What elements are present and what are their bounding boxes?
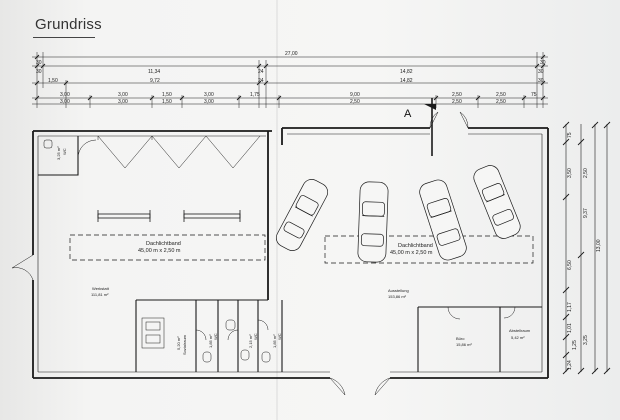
dim-r5-b: 3,00 <box>118 99 128 105</box>
rdim-e: 13,00 <box>596 239 602 252</box>
dim-r4-a: 3,00 <box>60 92 70 98</box>
right-dimension-labels: 75 3,50 2,50 9,37 13,00 6,50 1,17 1,01 1… <box>567 132 602 370</box>
dim-r2-e: 30 <box>538 69 544 75</box>
paper-fold <box>276 0 278 420</box>
room-sozial-name: Sozialraum <box>182 334 187 355</box>
rdim-h: 1,01 <box>567 323 573 333</box>
dim-r4-d: 3,00 <box>204 92 214 98</box>
dim-total: 27,00 <box>285 51 298 57</box>
room-buero-name: Büro <box>456 336 465 341</box>
doors <box>11 111 516 396</box>
interior-walls <box>38 136 542 372</box>
skylight-left-label: Dachlichtband <box>146 241 181 247</box>
dim-r4-b: 3,00 <box>118 92 128 98</box>
rdim-j: 3,25 <box>583 335 589 345</box>
skylight-left-size: 45,00 m x 2,50 m <box>138 248 181 254</box>
room-wc1-area: 1,85 m² <box>208 334 213 348</box>
room-werkstatt-area: 111,81 m² <box>91 292 109 297</box>
room-abstellraum-name: Abstellraum <box>509 328 531 333</box>
dim-r3-b: 9,72 <box>150 78 160 84</box>
section-letter: A <box>404 108 412 120</box>
sanitary-fixtures <box>43 139 271 363</box>
room-labels: Werkstatt 111,81 m² Ausstellung 153,86 m… <box>56 146 531 355</box>
dim-r2-d: 14,82 <box>400 69 413 75</box>
dim-r1-left: 30 <box>36 60 42 66</box>
rdim-g: 1,17 <box>567 302 573 312</box>
dim-r4-c: 1,50 <box>162 92 172 98</box>
dim-r2-a: 30 <box>36 69 42 75</box>
dim-r5-f: 2,50 <box>452 99 462 105</box>
room-wc2-area: 2,15 m² <box>248 334 253 348</box>
room-corner-name: WC <box>62 148 67 155</box>
room-corner-area: 3,25 m² <box>56 146 61 160</box>
dim-r5-a: 3,00 <box>60 99 70 105</box>
workshop-lifts <box>97 210 241 222</box>
dim-r4-h: 2,50 <box>496 92 506 98</box>
dim-r2-b: 11,34 <box>148 69 160 75</box>
dim-r2-c: 24 <box>258 69 264 75</box>
room-buero-area: 15,86 m² <box>456 342 472 347</box>
room-wc3-name: WC <box>277 333 282 340</box>
dim-r5-g: 2,50 <box>496 99 506 105</box>
outer-walls <box>32 127 549 379</box>
dimension-labels: 27,00 30 30 30 11,34 24 14,82 30 1,50 9,… <box>36 51 546 105</box>
outer-wall-inner-line <box>37 133 543 373</box>
rdim-a: 75 <box>567 132 573 138</box>
room-wc1-name: WC <box>213 333 218 340</box>
dim-r5-e: 2,50 <box>350 99 360 105</box>
dim-r4-g: 2,50 <box>452 92 462 98</box>
dim-r3-a: 1,50 <box>48 78 58 84</box>
room-wc2-name: WC <box>253 333 258 340</box>
room-werkstatt-name: Werkstatt <box>92 286 110 291</box>
dim-r3-c: 24 <box>258 78 264 84</box>
rdim-f: 6,50 <box>567 260 573 270</box>
rdim-b: 3,50 <box>567 168 573 178</box>
dimension-chains <box>32 52 548 108</box>
dim-r4-e: 1,75 <box>250 92 260 98</box>
plan-title: Grundriss <box>35 16 102 33</box>
dim-r1-right: 30 <box>540 60 546 66</box>
room-ausstellung-area: 153,86 m² <box>388 294 407 299</box>
right-dimension-chains <box>562 121 611 375</box>
skylight-right-label: Dachlichtband <box>398 243 433 249</box>
dim-r3-d: 14,82 <box>400 78 413 84</box>
parked-cars <box>275 165 521 263</box>
rdim-i: 1,25 <box>572 340 578 350</box>
room-wc3-area: 1,85 m² <box>272 334 277 348</box>
section-mark <box>424 98 436 156</box>
skylight-bands <box>69 234 534 264</box>
rdim-k: 1,24 <box>567 360 573 370</box>
skylight-labels: Dachlichtband 45,00 m x 2,50 m Dachlicht… <box>138 241 433 256</box>
dim-r5-c: 1,50 <box>162 99 172 105</box>
dim-r5-d: 3,00 <box>204 99 214 105</box>
rdim-c: 2,50 <box>583 168 589 178</box>
dim-r4-f: 9,00 <box>350 92 360 98</box>
rdim-d: 9,37 <box>583 208 589 218</box>
room-ausstellung-name: Ausstellung <box>388 288 409 293</box>
skylight-right-size: 45,00 m x 2,50 m <box>390 250 433 256</box>
title-underline <box>33 37 95 38</box>
dim-r3-e: 30 <box>538 78 544 84</box>
dim-r4-i: 75 <box>531 92 537 98</box>
room-sozial-area: 5,20 m² <box>176 336 181 350</box>
room-abstellraum-area: 5,42 m² <box>511 335 525 340</box>
